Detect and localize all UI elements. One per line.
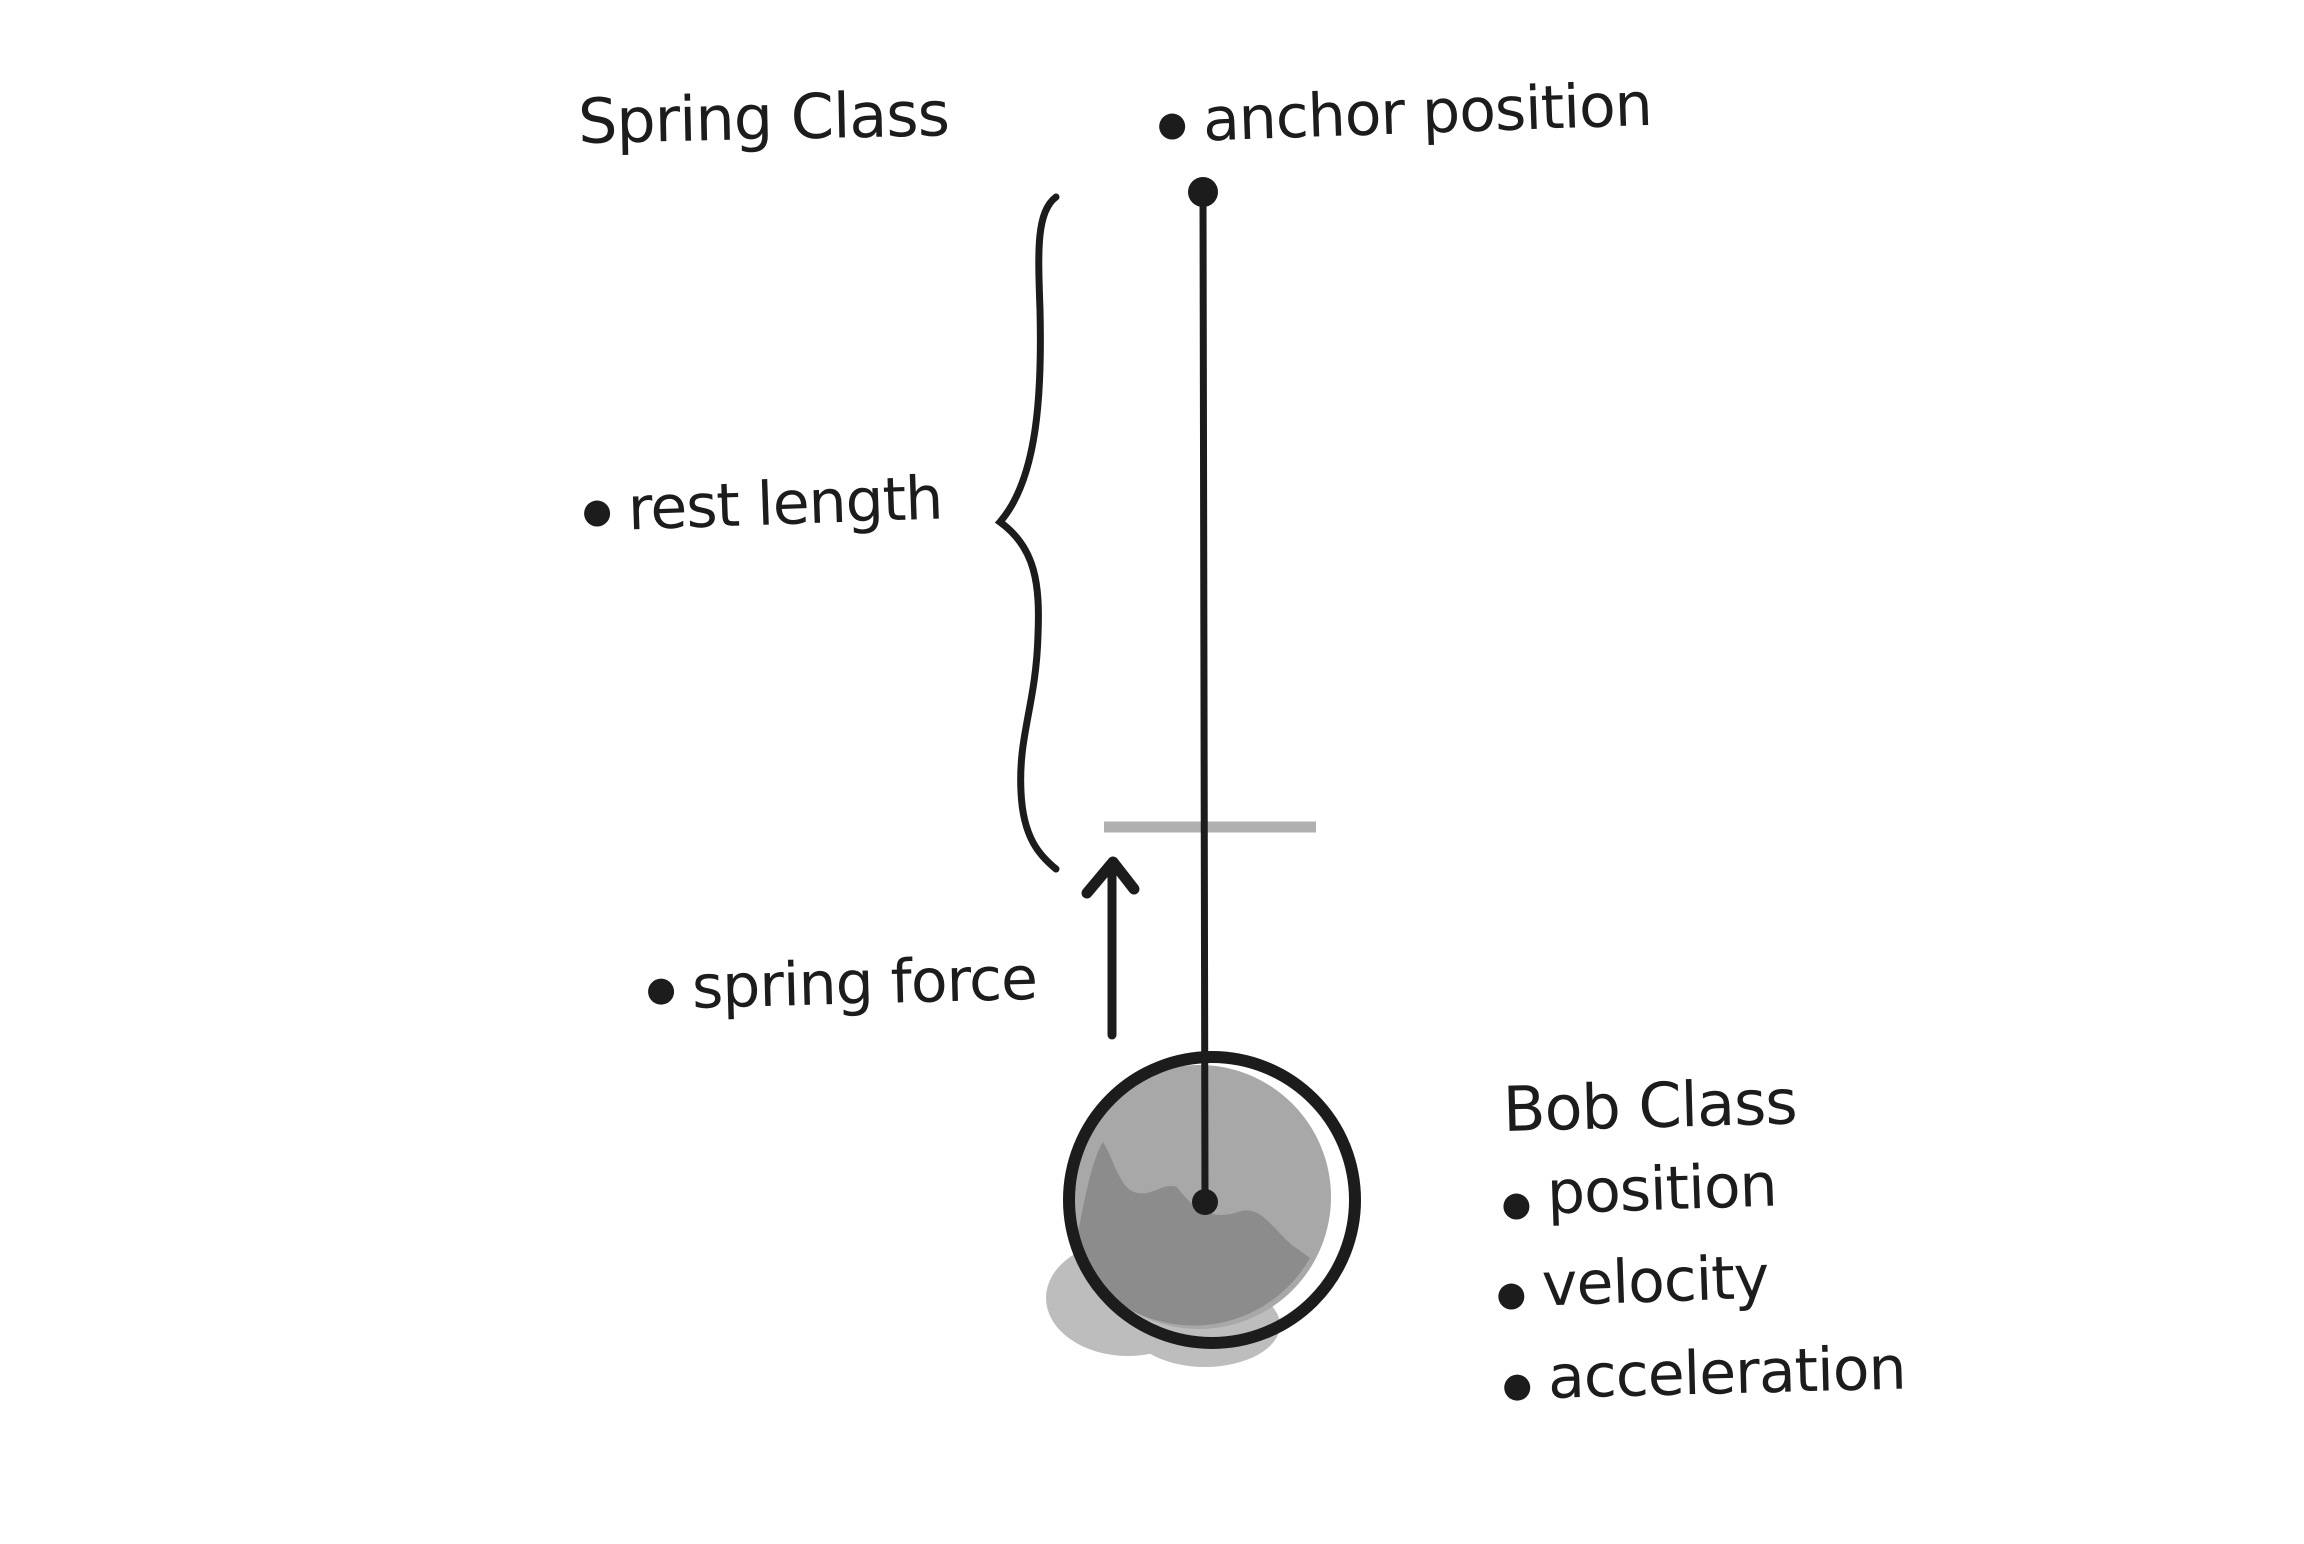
bob-circle-outline	[1063, 1051, 1361, 1349]
rest-length-label: rest length	[583, 463, 944, 545]
bullet-icon	[1497, 1283, 1525, 1310]
anchor-position-label: anchor position	[1158, 69, 1653, 156]
spring-force-text: spring force	[691, 943, 1038, 1023]
spring-force-arrowhead	[1081, 856, 1140, 899]
bob-center-dot	[1192, 1189, 1218, 1215]
bullet-icon	[647, 978, 675, 1005]
anchor-dot	[1188, 177, 1218, 207]
bob-attribute-position-text: position	[1545, 1150, 1778, 1229]
bob-circle-shading	[1074, 1142, 1310, 1326]
bullet-icon	[1502, 1193, 1530, 1220]
spring-class-title-text: Spring Class	[577, 77, 950, 158]
bob-class-title-text: Bob Class	[1502, 1065, 1798, 1146]
bob-attribute-velocity: velocity	[1497, 1242, 1770, 1321]
bob-attribute-acceleration-text: acceleration	[1547, 1333, 1907, 1413]
anchor-position-text: anchor position	[1201, 69, 1653, 156]
bob-attribute-acceleration: acceleration	[1503, 1333, 1907, 1413]
spring-force-label: spring force	[647, 943, 1038, 1023]
bullet-icon	[1158, 113, 1186, 140]
bob-class-title: Bob Class	[1502, 1065, 1798, 1146]
spring-line	[1199, 192, 1209, 1206]
spring-class-title: Spring Class	[577, 77, 950, 158]
bullet-icon	[583, 500, 611, 527]
bob-attribute-position: position	[1502, 1150, 1778, 1229]
bob-attribute-velocity-text: velocity	[1540, 1242, 1770, 1321]
rest-length-text: rest length	[626, 463, 944, 545]
rest-length-brace	[994, 193, 1060, 873]
bullet-icon	[1503, 1374, 1531, 1401]
